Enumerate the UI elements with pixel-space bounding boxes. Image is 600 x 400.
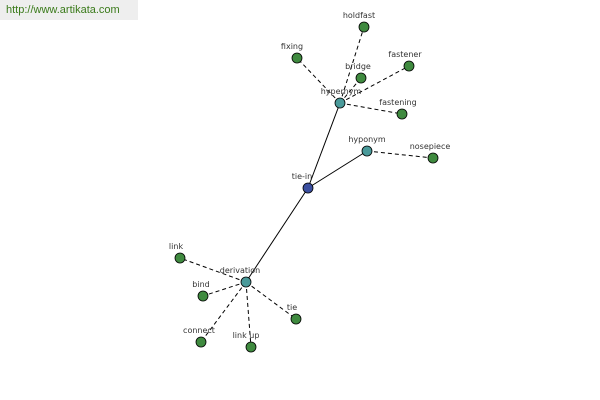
node-label-nosepiece[interactable]: nosepiece [410,142,451,151]
node-label-connect[interactable]: connect [183,326,215,335]
node-nosepiece[interactable] [427,152,439,164]
node-holdfast[interactable] [358,21,370,33]
node-label-tie[interactable]: tie [287,303,297,312]
edges-layer [179,26,434,348]
node-hypernym[interactable] [334,97,346,109]
node-link-up[interactable] [245,341,257,353]
watermark-url[interactable]: http://www.artikata.com [0,0,138,20]
edge-derivation-bind [202,281,247,297]
node-label-link-up[interactable]: link up [233,331,260,340]
edge-tie-in-hypernym [307,102,341,189]
edge-derivation-connect [200,281,247,343]
node-label-hyponym[interactable]: hyponym [348,135,386,144]
edge-hypernym-fastening [339,102,403,115]
node-fastener[interactable] [403,60,415,72]
nodes-layer [174,21,439,353]
edge-hypernym-fastener [339,65,410,104]
node-fastening[interactable] [396,108,408,120]
node-label-bind[interactable]: bind [192,280,209,289]
node-label-bridge[interactable]: bridge [345,62,371,71]
node-connect[interactable] [195,336,207,348]
node-tie-in[interactable] [302,182,314,194]
node-tie[interactable] [290,313,302,325]
node-label-fixing[interactable]: fixing [281,42,303,51]
node-label-holdfast[interactable]: holdfast [343,11,375,20]
edge-hypernym-holdfast [339,26,365,104]
node-label-derivation[interactable]: derivation [220,266,260,275]
node-bridge[interactable] [355,72,367,84]
node-hyponym[interactable] [361,145,373,157]
node-link[interactable] [174,252,186,264]
edge-derivation-link [179,257,247,283]
node-derivation[interactable] [240,276,252,288]
edge-hypernym-bridge [339,77,362,104]
edge-derivation-link-up [245,281,252,348]
node-label-tie-in[interactable]: tie-in [292,172,312,181]
node-fixing[interactable] [291,52,303,64]
node-label-link[interactable]: link [169,242,184,251]
edge-derivation-tie [245,281,297,320]
node-bind[interactable] [197,290,209,302]
edge-hypernym-fixing [296,57,341,104]
edge-tie-in-derivation [245,187,309,283]
labels-layer: tie-in hypernym hyponym derivation holdfast f… [169,11,450,340]
node-label-hypernym[interactable]: hypernym [321,87,362,96]
edge-hyponym-nosepiece [366,150,434,159]
node-label-fastening[interactable]: fastening [379,98,416,107]
node-label-fastener[interactable]: fastener [388,50,422,59]
edge-tie-in-hyponym [307,150,368,189]
